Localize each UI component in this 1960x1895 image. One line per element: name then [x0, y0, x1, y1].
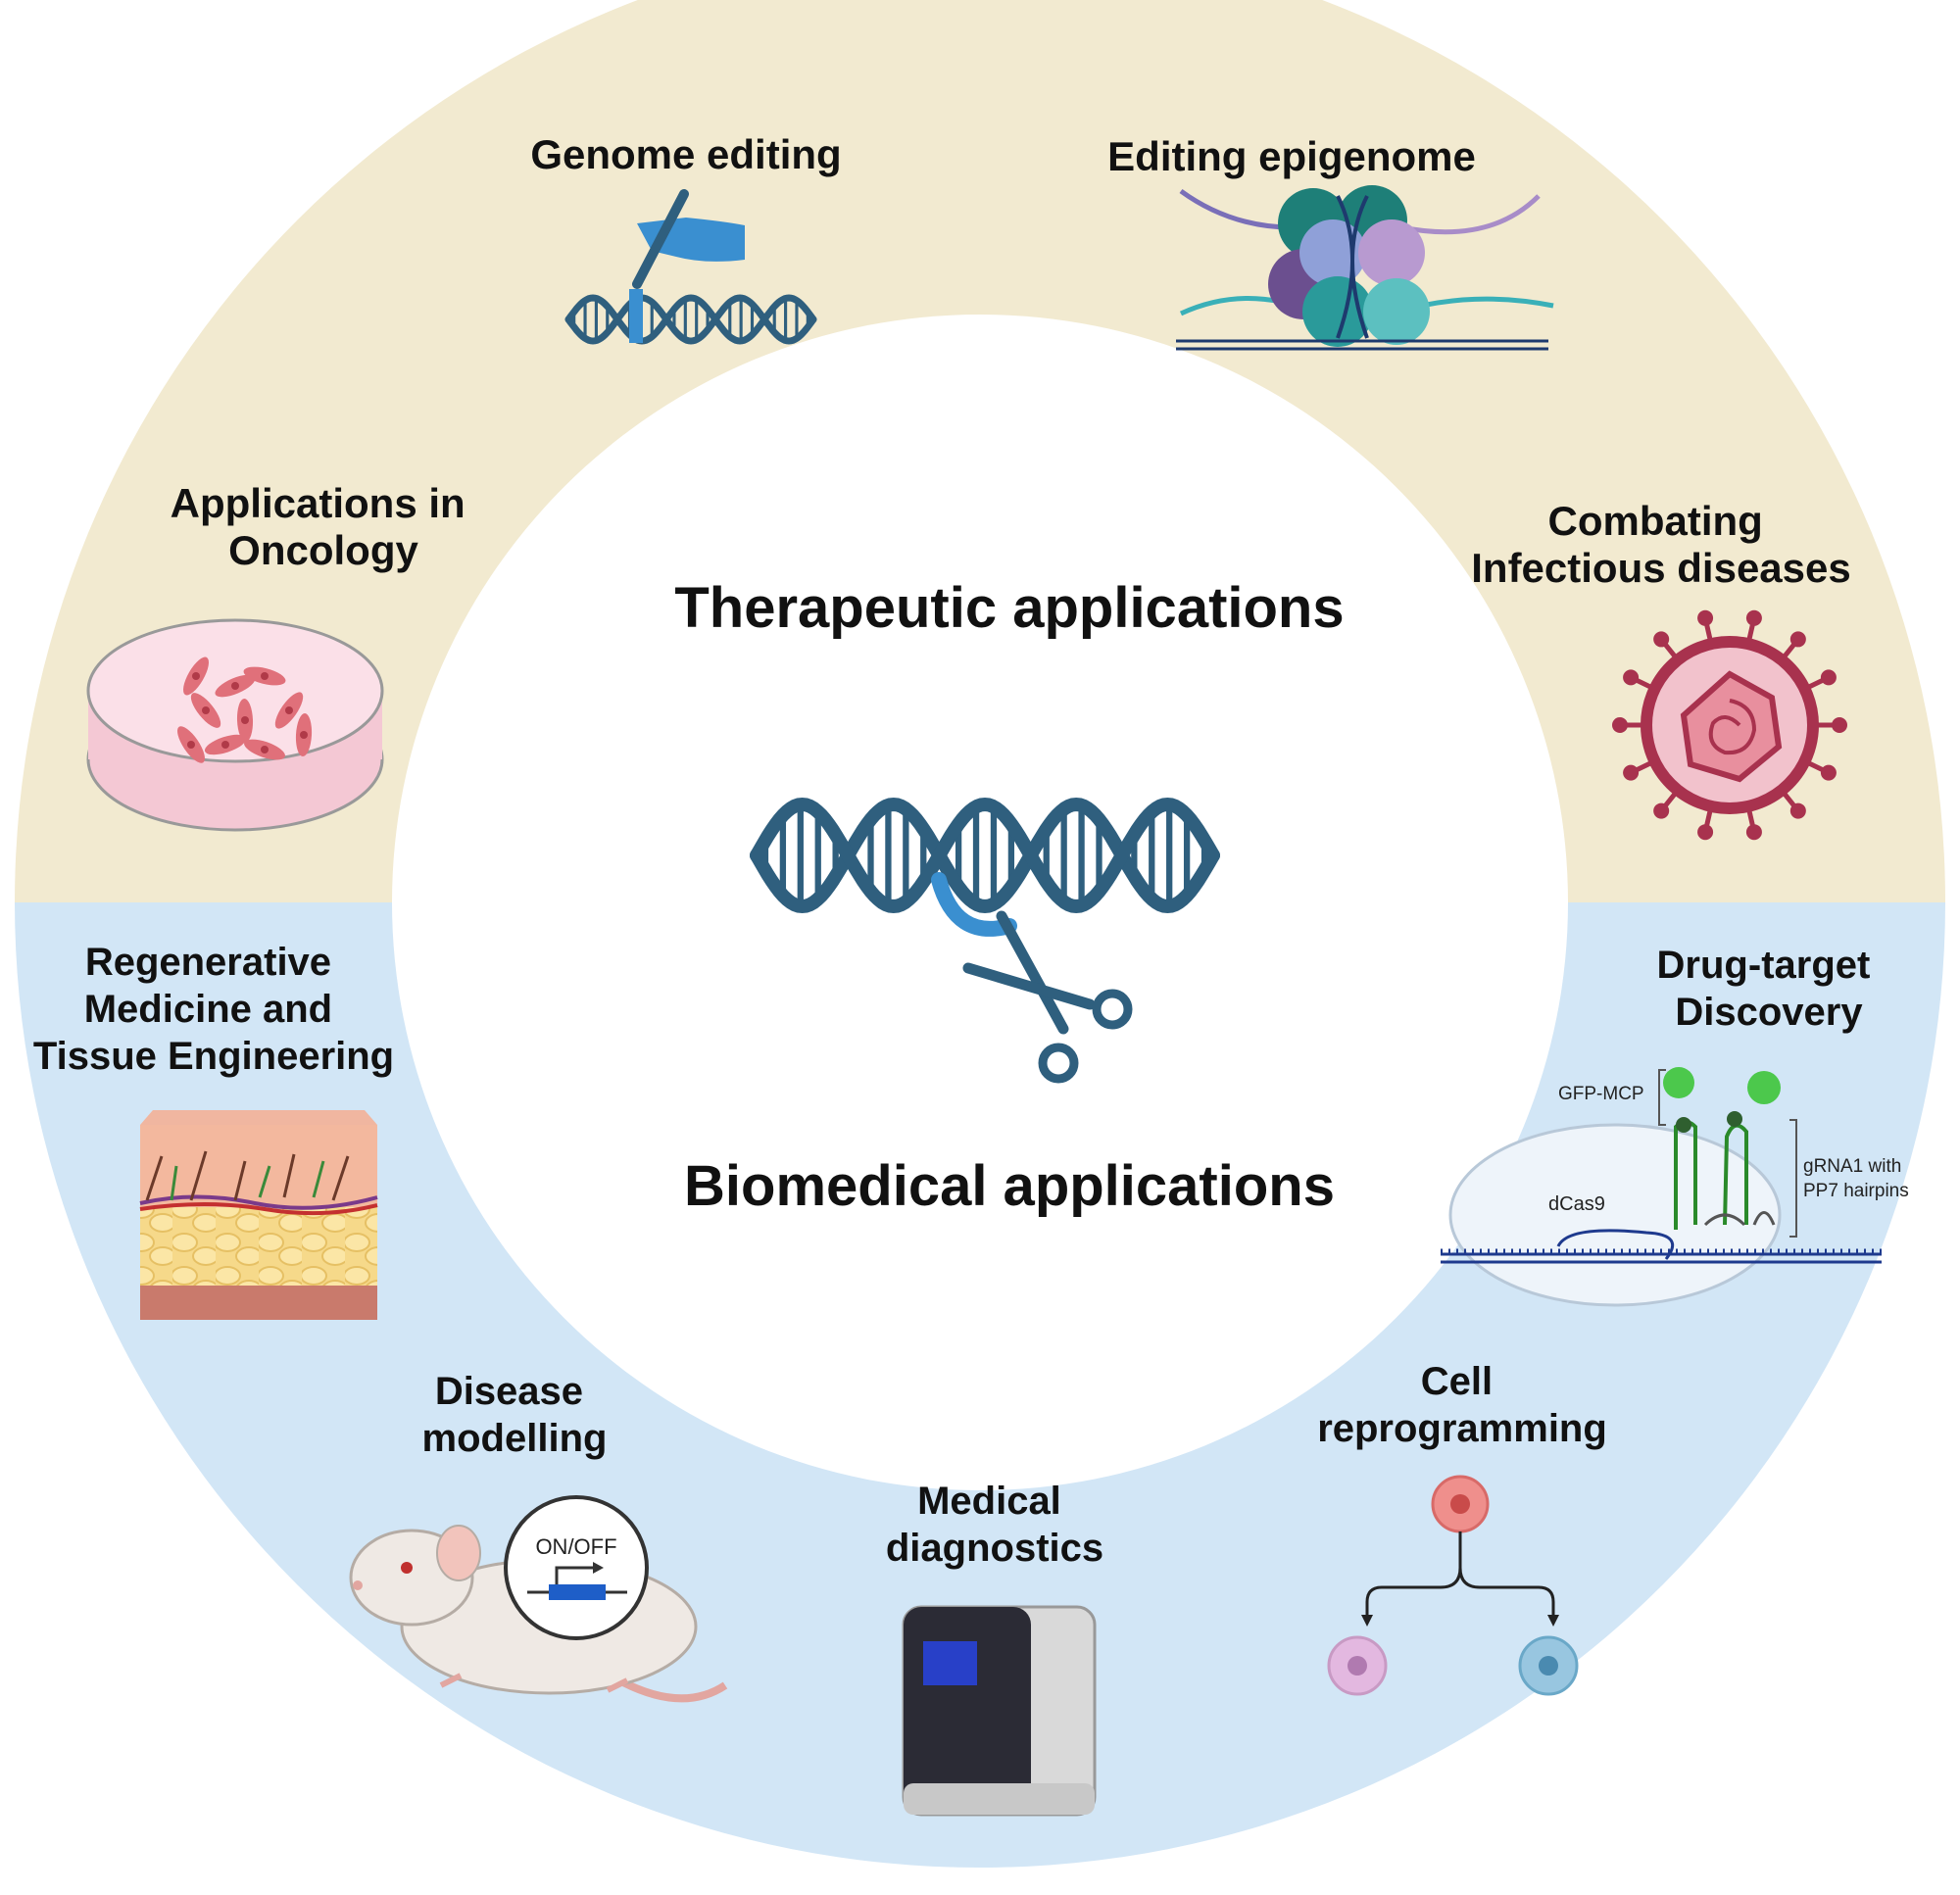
virus-spike-tip [1832, 717, 1847, 733]
regenerative-label: Regenerative Medicine and Tissue Enginee… [33, 941, 394, 1078]
dna-strand [564, 294, 817, 345]
cell-nucleus [241, 716, 249, 724]
cell-nucleus [261, 672, 269, 680]
dna-strand [750, 797, 1220, 914]
medical-diagnostics-label: Medical diagnostics [886, 1480, 1103, 1570]
cell-lineage-icon [1327, 1475, 1579, 1696]
dcas9-complex-icon: dCas9 GFP-MCP gRNA1 with PP7 hairpins [1441, 1067, 1909, 1307]
infectious-label: Combating Infectious diseases [1471, 498, 1851, 591]
virus-spike-tip [1745, 609, 1762, 626]
scissor-handle-2 [1092, 989, 1133, 1030]
virus-spike-tip [1623, 764, 1640, 781]
dna-wrap [1336, 195, 1369, 339]
cell-nucleus [300, 731, 308, 739]
dcas9-text: dCas9 [1548, 1193, 1605, 1215]
drug-target-label: Drug-target Discovery [1657, 944, 1882, 1034]
scissor-handle-1 [1038, 1043, 1079, 1084]
virus-spike-tip [1623, 669, 1640, 686]
virus-spike-tip [1653, 631, 1670, 648]
gfp-mcp-text: GFP-MCP [1558, 1084, 1644, 1104]
histone-icon [1358, 219, 1425, 286]
biomedical-title: Biomedical applications [684, 1154, 1335, 1218]
dna-strand [750, 797, 1220, 914]
grna-text: gRNA1 with PP7 hairpins [1803, 1156, 1909, 1201]
genome-editing-label: Genome editing [530, 131, 841, 177]
scissor-blade-2 [962, 962, 1096, 1010]
dna-strand [564, 294, 817, 345]
disease-modelling-label: Disease modelling [422, 1370, 608, 1460]
central-dna-helix-icon [750, 797, 1220, 914]
diagnostic-device-icon [902, 1605, 1097, 1817]
nucleosome-icon [1176, 185, 1554, 351]
cell-reprogramming-label: Cell reprogramming [1317, 1360, 1607, 1450]
virus-spike-tip [1820, 764, 1837, 781]
petri-dish-icon [86, 618, 384, 832]
therapeutic-title: Therapeutic applications [674, 576, 1344, 640]
on-off-text: ON/OFF [535, 1534, 616, 1559]
virus-icon [1612, 609, 1847, 841]
cell-nucleus [231, 682, 239, 690]
virus-spike-tip [1653, 802, 1670, 819]
cell-nucleus [261, 746, 269, 753]
editing-epigenome-label: Editing epigenome [1107, 133, 1476, 179]
histone-tail-2 [1400, 194, 1541, 235]
virus-spikes [1612, 609, 1847, 841]
scissor-blade-1 [996, 910, 1069, 1035]
central-dna-scissors-icon [750, 797, 1220, 1084]
virus-spike-tip [1820, 669, 1837, 686]
cell-nucleus [221, 741, 229, 749]
cell-nucleus [192, 672, 200, 680]
dna-strand [1176, 339, 1548, 351]
cell-nucleus [202, 706, 210, 714]
cell-nucleus [187, 741, 195, 749]
gene-switch-icon: ON/OFF [504, 1495, 649, 1640]
edit-highlight [629, 289, 643, 343]
cancer-cells [177, 656, 313, 763]
oncology-label: Applications in Oncology [171, 480, 477, 573]
virus-spike-tip [1789, 802, 1806, 819]
histone-icon [1363, 278, 1430, 345]
guide-rna-icon [931, 872, 1017, 937]
virus-spike-tip [1612, 717, 1628, 733]
pen-icon [632, 189, 689, 289]
virus-spike-tip [1789, 631, 1806, 648]
skin-tissue-icon [139, 1110, 378, 1320]
genome-editing-icon [564, 189, 817, 345]
virus-spike-tip [1697, 609, 1714, 626]
virus-spike-tip [1745, 824, 1762, 841]
virus-spike-tip [1697, 824, 1714, 841]
cell-nucleus [285, 706, 293, 714]
